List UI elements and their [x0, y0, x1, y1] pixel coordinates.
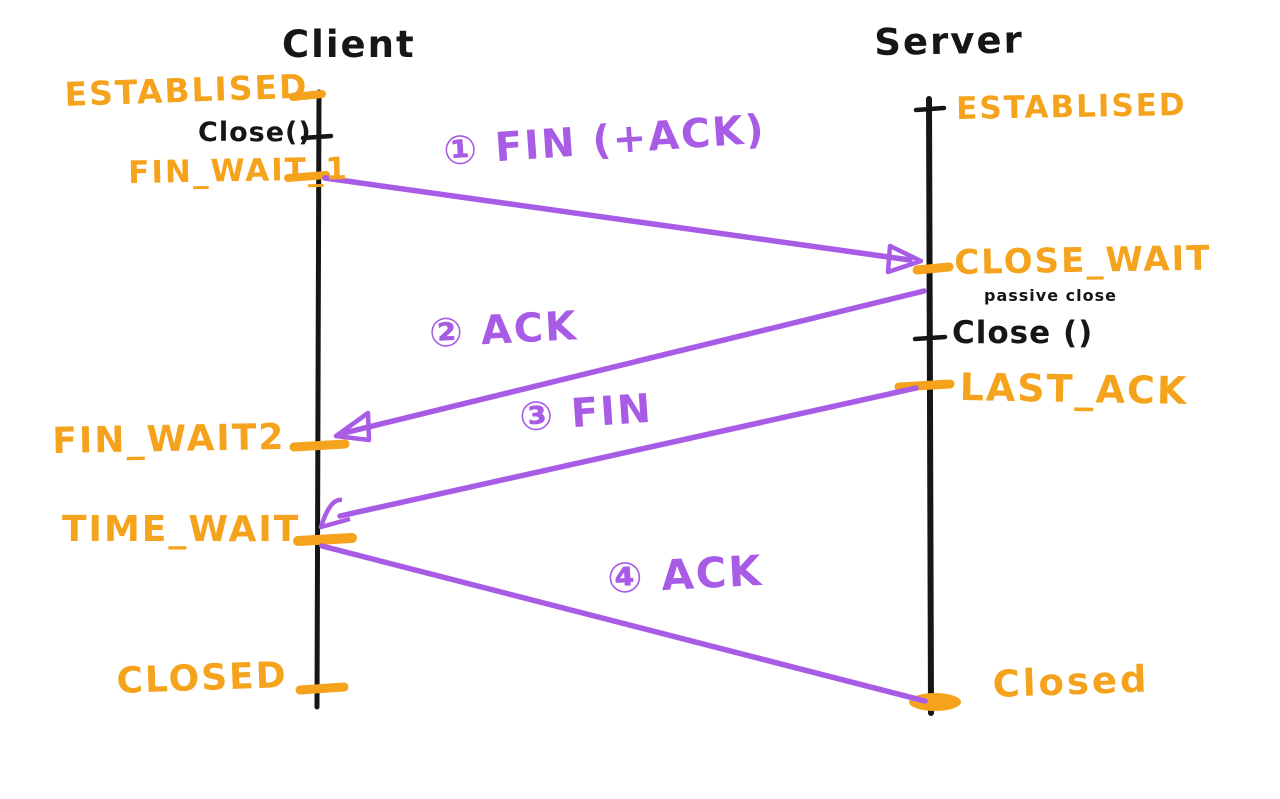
client-state-established: ESTABLISED	[63, 66, 310, 114]
client-close-tick	[300, 133, 334, 141]
client-state-time-wait: TIME_WAIT	[62, 509, 301, 550]
server-last-ack-tick	[894, 379, 955, 392]
client-state-fin-wait-1: FIN_WAIT_1	[127, 151, 350, 191]
arrowhead-fin2-icon	[318, 497, 351, 530]
arrow-fin-client-to-server	[322, 175, 913, 263]
server-state-closed: Closed	[991, 657, 1151, 706]
arrow-ack2-client-to-server	[319, 543, 928, 704]
client-established-tick	[289, 90, 326, 101]
client-lifeline	[314, 89, 322, 710]
client-time-wait-tick	[293, 533, 357, 546]
server-passive-close-note: passive close	[984, 286, 1117, 305]
server-close-call-label: Close ()	[952, 315, 1094, 351]
server-state-established: ESTABLISED	[955, 86, 1187, 127]
server-lifeline	[926, 96, 934, 716]
server-state-last-ack: LAST_ACK	[959, 365, 1189, 413]
arrowhead-ack-icon	[333, 410, 372, 443]
client-fin-wait-1-tick	[284, 171, 330, 182]
arrowhead-fin-icon	[885, 243, 924, 275]
message-3-fin-label: ③ FIN	[517, 385, 655, 441]
server-close-tick	[912, 334, 948, 342]
client-state-fin-wait-2: FIN_WAIT2	[51, 416, 286, 462]
server-closed-tick	[909, 693, 961, 711]
client-column-title: Client	[282, 23, 416, 66]
message-4-ack-label: ④ ACK	[605, 545, 765, 603]
server-close-wait-tick	[912, 262, 954, 275]
server-established-tick	[913, 105, 947, 113]
arrow-ack-server-to-client	[337, 288, 927, 437]
client-closed-tick	[295, 682, 349, 695]
message-2-ack-label: ② ACK	[427, 303, 580, 357]
server-column-title: Server	[873, 18, 1025, 64]
client-fin-wait-2-tick	[289, 439, 350, 452]
client-state-closed: CLOSED	[115, 655, 289, 702]
server-state-close-wait: CLOSE_WAIT	[953, 238, 1212, 283]
arrow-fin2-server-to-client	[337, 385, 919, 519]
client-close-call-label: Close()	[198, 117, 312, 148]
